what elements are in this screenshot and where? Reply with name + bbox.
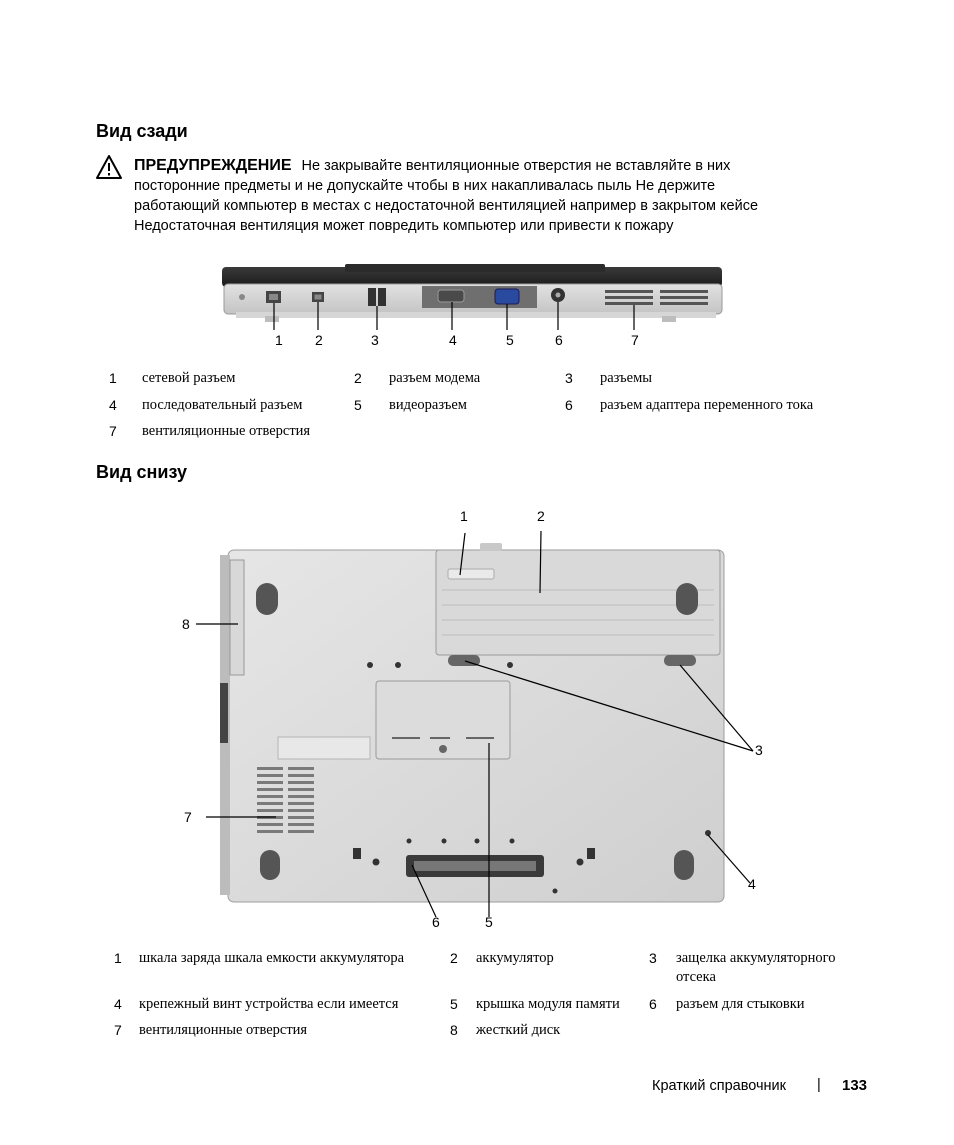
bottom-callout-1: 1 (460, 508, 468, 524)
rear-callout-1: 1 (275, 332, 283, 348)
rear-legend-num: 5 (354, 397, 362, 413)
bottom-legend-num: 2 (450, 950, 458, 966)
bottom-legend-label: крышка модуля памяти (476, 996, 620, 1012)
rear-legend-label: вентиляционные отверстия (142, 423, 311, 439)
rear-callout-2: 2 (315, 332, 323, 348)
bottom-callout-3: 3 (755, 742, 763, 758)
bottom-callout-4: 4 (748, 876, 756, 892)
rear-legend-num: 6 (565, 397, 573, 413)
bottom-callout-7: 7 (184, 809, 192, 825)
warning-line-1: ПРЕДУПРЕЖДЕНИЕ Не закрывайте вентиляцион… (134, 156, 730, 176)
bottom-view-illustration (196, 530, 754, 918)
bottom-view-heading: Вид снизу (96, 462, 187, 482)
bottom-legend-label: шкала заряда шкала емкости аккумулятора (139, 950, 405, 966)
rear-legend-num: 7 (109, 423, 117, 439)
rear-legend-num: 1 (109, 370, 117, 386)
rear-legend-label: видеоразъем (389, 397, 467, 413)
bottom-legend-label: аккумулятор (476, 950, 554, 966)
bottom-legend-num: 5 (450, 996, 458, 1012)
rear-legend-label: разъемы (600, 370, 653, 386)
bottom-callout-8: 8 (182, 616, 190, 632)
rear-callout-3: 3 (371, 332, 379, 348)
rear-callout-6: 6 (555, 332, 563, 348)
bottom-legend-num: 7 (114, 1022, 122, 1038)
rear-legend-num: 4 (109, 397, 117, 413)
bottom-legend-num: 8 (450, 1022, 458, 1038)
page-number: 133 (842, 1077, 868, 1094)
rear-callout-5: 5 (506, 332, 514, 348)
rear-legend-label: разъем адаптера переменного тока (600, 397, 814, 413)
bottom-legend-num: 4 (114, 996, 122, 1012)
bottom-legend-label: крепежный винт устройства если имеется (139, 996, 399, 1012)
bottom-legend-label: защелка аккумуляторного (676, 950, 836, 966)
bottom-legend-num: 1 (114, 950, 122, 966)
bottom-legend-num: 6 (649, 996, 657, 1012)
bottom-legend-label: жесткий диск (476, 1022, 561, 1038)
warning-line-3: работающий компьютер в местах с недостат… (134, 198, 759, 214)
rear-view-heading: Вид сзади (96, 121, 188, 141)
warning-text-1: Не закрывайте вентиляционные отверстия н… (301, 158, 731, 174)
rear-legend-num: 3 (565, 370, 573, 386)
bottom-callout-6: 6 (432, 914, 440, 930)
warning-line-2: посторонние предметы и не допускайте что… (134, 178, 716, 194)
rear-legend-num: 2 (354, 370, 362, 386)
rear-callout-7: 7 (631, 332, 639, 348)
bottom-callout-2: 2 (537, 508, 545, 524)
rear-legend-label: последовательный разъем (142, 397, 303, 413)
warning-title: ПРЕДУПРЕЖДЕНИЕ (134, 157, 292, 174)
rear-callout-4: 4 (449, 332, 457, 348)
bottom-callout-5: 5 (485, 914, 493, 930)
rear-legend-label: разъем модема (389, 370, 481, 386)
rear-legend-label: сетевой разъем (142, 370, 236, 386)
bottom-legend-label-cont: отсека (676, 969, 716, 985)
warning-line-4: Недостаточная вентиляция может повредить… (134, 218, 674, 234)
bottom-legend-label: вентиляционные отверстия (139, 1022, 308, 1038)
footer-separator: | (817, 1077, 821, 1093)
rear-view-illustration (222, 264, 723, 330)
bottom-legend-label: разъем для стыковки (676, 996, 805, 1012)
bottom-legend-num: 3 (649, 950, 657, 966)
warning-triangle-icon (95, 154, 123, 180)
footer-title: Краткий справочник (652, 1078, 786, 1094)
